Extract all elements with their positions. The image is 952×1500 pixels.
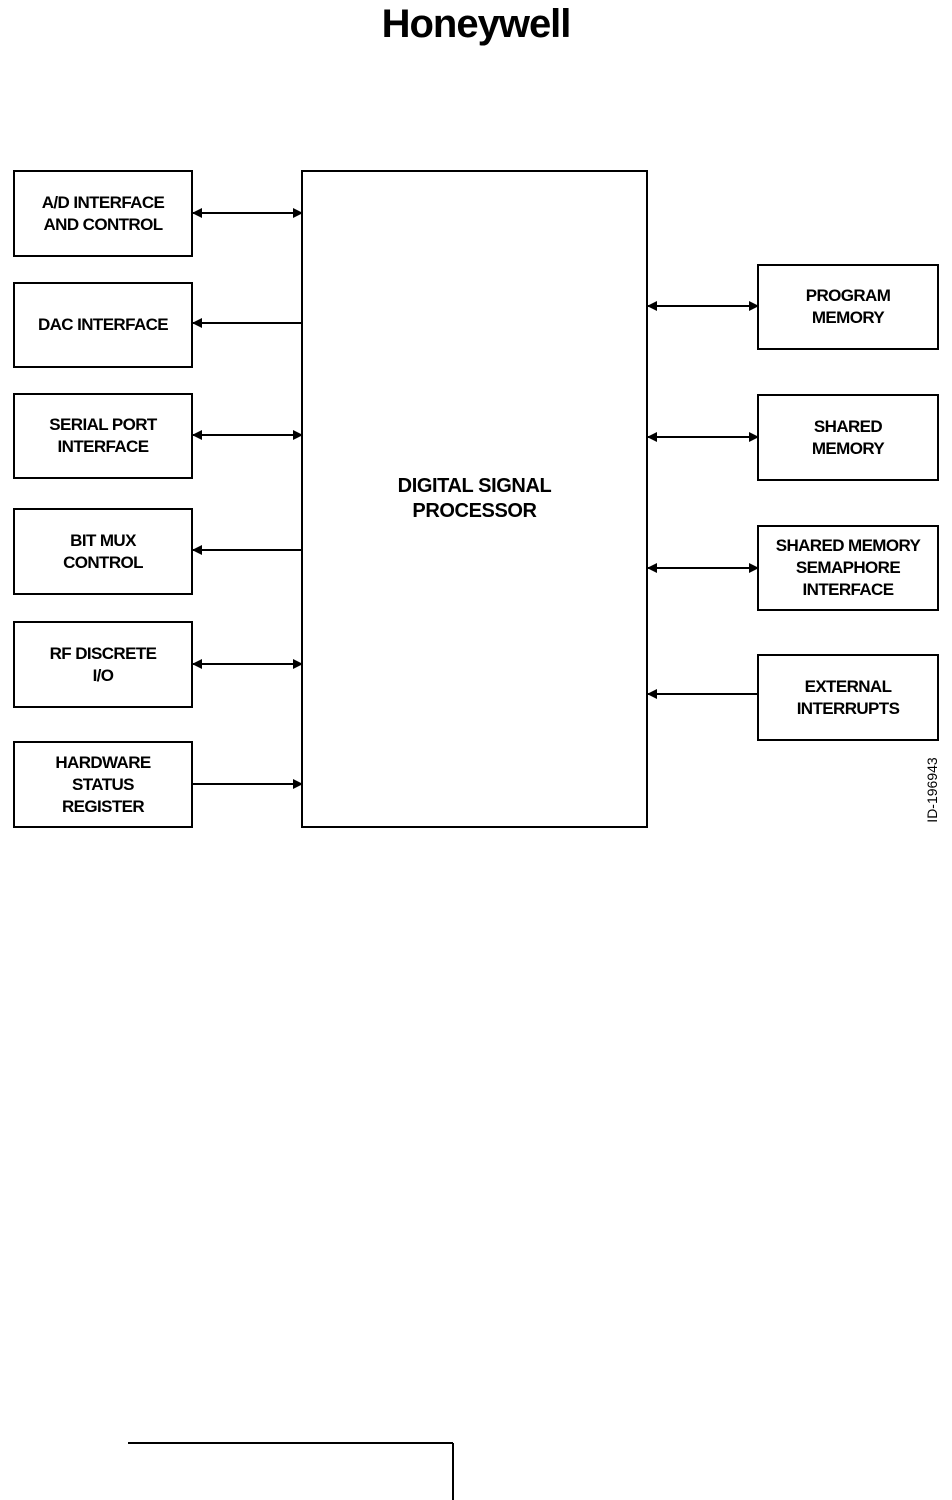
dac-interface-block: DAC INTERFACE xyxy=(13,282,193,368)
program-memory-label: PROGRAM MEMORY xyxy=(806,285,891,329)
ad-interface-label: A/D INTERFACE AND CONTROL xyxy=(42,192,165,236)
rf-discrete-label: RF DISCRETE I/O xyxy=(50,643,157,687)
bit-mux-label: BIT MUX CONTROL xyxy=(63,530,143,574)
external-interrupts-block: EXTERNAL INTERRUPTS xyxy=(757,654,939,741)
shared-memory-label: SHARED MEMORY xyxy=(812,416,884,460)
bit-mux-block: BIT MUX CONTROL xyxy=(13,508,193,595)
serial-port-label: SERIAL PORT INTERFACE xyxy=(49,414,156,458)
semaphore-label: SHARED MEMORY SEMAPHORE INTERFACE xyxy=(776,535,921,601)
shared-memory-block: SHARED MEMORY xyxy=(757,394,939,481)
hardware-status-block: HARDWARE STATUS REGISTER xyxy=(13,741,193,828)
program-memory-block: PROGRAM MEMORY xyxy=(757,264,939,350)
hardware-status-label: HARDWARE STATUS REGISTER xyxy=(55,752,150,818)
dsp-block: DIGITAL SIGNAL PROCESSOR xyxy=(301,170,648,828)
external-interrupts-label: EXTERNAL INTERRUPTS xyxy=(797,676,900,720)
rf-discrete-block: RF DISCRETE I/O xyxy=(13,621,193,708)
dsp-label: DIGITAL SIGNAL PROCESSOR xyxy=(398,474,552,524)
semaphore-block: SHARED MEMORY SEMAPHORE INTERFACE xyxy=(757,525,939,611)
serial-port-block: SERIAL PORT INTERFACE xyxy=(13,393,193,479)
figure-id: ID-196943 xyxy=(924,757,940,822)
ad-interface-block: A/D INTERFACE AND CONTROL xyxy=(13,170,193,257)
dac-interface-label: DAC INTERFACE xyxy=(38,314,168,336)
